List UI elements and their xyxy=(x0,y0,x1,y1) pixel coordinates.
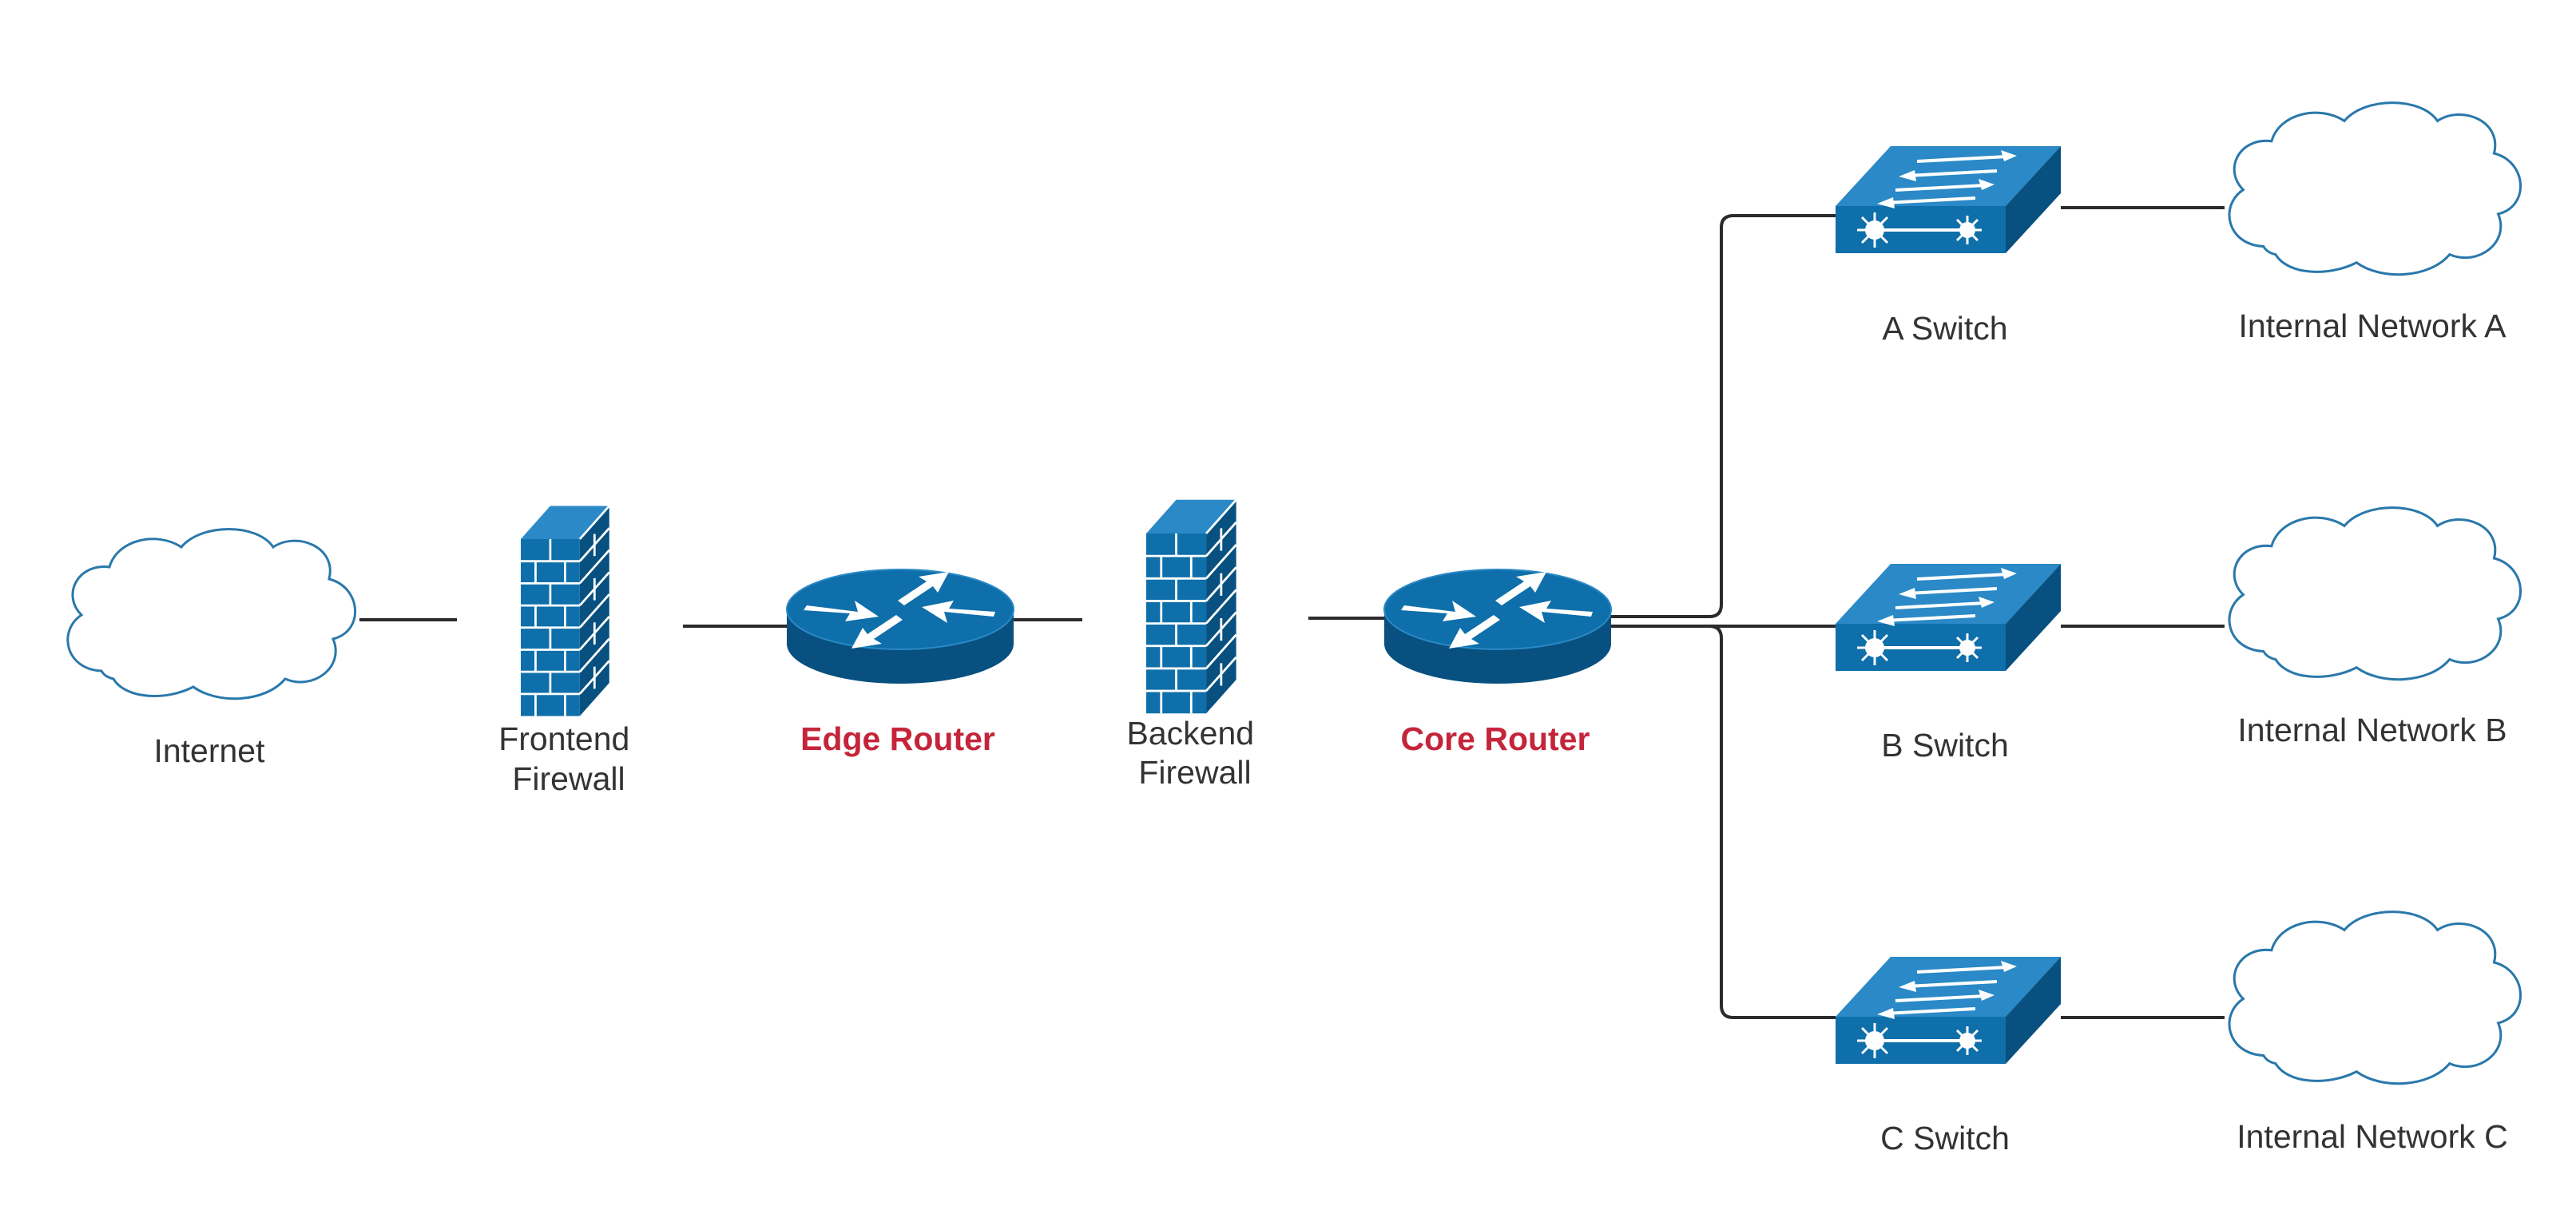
node-internal-network-a[interactable]: Internal Network A xyxy=(2228,101,2522,344)
node-edge-router-label: Edge Router xyxy=(800,720,995,757)
node-switch-a[interactable]: A Switch xyxy=(1834,145,2062,347)
switch-icon xyxy=(1834,562,2062,672)
node-internal-network-a-label: Internal Network A xyxy=(2239,307,2507,344)
node-internal-network-c-label: Internal Network C xyxy=(2237,1118,2508,1155)
node-internet[interactable]: Internet xyxy=(66,528,357,770)
label-line-2: Firewall xyxy=(512,760,625,797)
node-switch-b[interactable]: B Switch xyxy=(1834,562,2062,764)
cloud-icon xyxy=(2228,910,2522,1085)
label-line-1: Backend xyxy=(1127,715,1255,752)
node-backend-firewall[interactable]: Backend Firewall xyxy=(1127,498,1264,791)
node-edge-router[interactable]: Edge Router xyxy=(786,569,1014,757)
node-internet-label: Internet xyxy=(153,732,265,769)
switch-icon xyxy=(1834,955,2062,1065)
connections xyxy=(359,206,2225,1019)
node-internal-network-c[interactable]: Internal Network C xyxy=(2228,910,2522,1155)
label-line-2: Firewall xyxy=(1138,754,1251,791)
firewall-icon xyxy=(1146,498,1238,715)
router-icon xyxy=(1383,569,1612,684)
cloud-icon xyxy=(66,528,357,700)
node-internal-network-b-label: Internal Network B xyxy=(2237,712,2507,748)
router-icon xyxy=(786,569,1014,684)
node-switch-c-label: C Switch xyxy=(1880,1120,2010,1156)
node-frontend-firewall-label: Frontend Firewall xyxy=(498,720,639,797)
label-line-1: Frontend xyxy=(498,720,629,757)
link-core-router-switch-c xyxy=(1602,625,1836,1019)
node-backend-firewall-label: Backend Firewall xyxy=(1127,715,1264,791)
link-core-router-switch-a xyxy=(1602,214,1836,618)
node-switch-c[interactable]: C Switch xyxy=(1834,955,2062,1156)
node-switch-b-label: B Switch xyxy=(1881,727,2009,764)
node-core-router[interactable]: Core Router xyxy=(1383,569,1612,757)
node-internal-network-b[interactable]: Internal Network B xyxy=(2228,506,2522,748)
node-core-router-label: Core Router xyxy=(1401,720,1590,757)
cloud-icon xyxy=(2228,101,2522,276)
firewall-icon xyxy=(521,504,611,718)
switch-icon xyxy=(1834,145,2062,255)
cloud-icon xyxy=(2228,506,2522,681)
node-frontend-firewall[interactable]: Frontend Firewall xyxy=(498,504,639,797)
node-switch-a-label: A Switch xyxy=(1882,310,2007,347)
